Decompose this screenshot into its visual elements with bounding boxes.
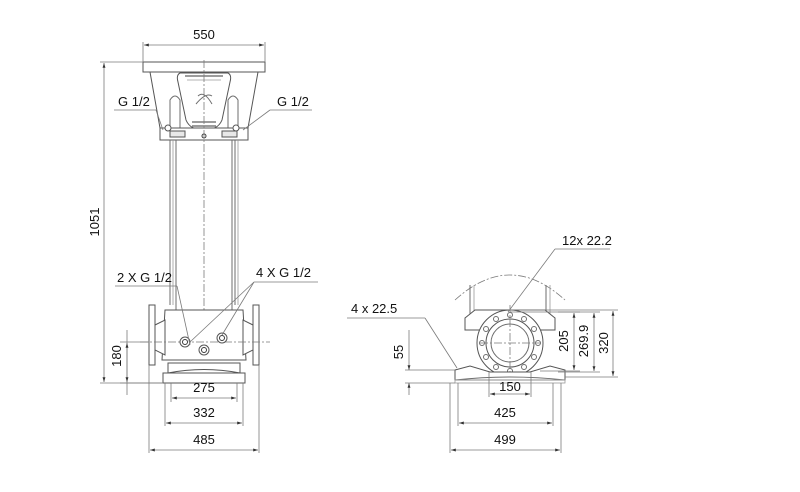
base-plate: [167, 362, 241, 374]
front-view: 550 1051 180 275 332 485 G 1/2: [87, 27, 318, 453]
dim-flange-width: 485: [193, 432, 215, 447]
callout-vent-right: G 1/2: [277, 94, 309, 109]
callout-flange-holes: 12x 22.2: [562, 233, 612, 248]
callout-base-holes: 4 x 22.5: [351, 301, 397, 316]
brand-logo-icon: [195, 93, 213, 105]
callout-drain-plugs: 2 X G 1/2: [117, 270, 172, 285]
dim-motor-width: 550: [193, 27, 215, 42]
dim-flange-center-b: 269.9: [576, 325, 591, 358]
dim-port-diameter: 150: [499, 379, 521, 394]
motor-outline-arc: [454, 274, 566, 301]
dim-base-inner-width: 275: [193, 380, 215, 395]
dim-flange-top: 320: [596, 332, 611, 354]
dim-base-width: 499: [494, 432, 516, 447]
inlet-flange: [148, 304, 156, 366]
callout-sensor-ports: 4 X G 1/2: [256, 265, 311, 280]
outlet-flange: [252, 304, 260, 366]
side-view: 55 205 269.9 320 150 425 499 1: [347, 233, 618, 453]
dim-port-height: 180: [109, 345, 124, 367]
dim-flange-center-a: 205: [556, 330, 571, 352]
dim-base-height: 55: [391, 345, 406, 359]
callout-vent-left: G 1/2: [118, 94, 150, 109]
dim-overall-height: 1051: [87, 208, 102, 237]
dim-base-hole-spacing: 425: [494, 405, 516, 420]
dim-base-mid-width: 332: [193, 405, 215, 420]
